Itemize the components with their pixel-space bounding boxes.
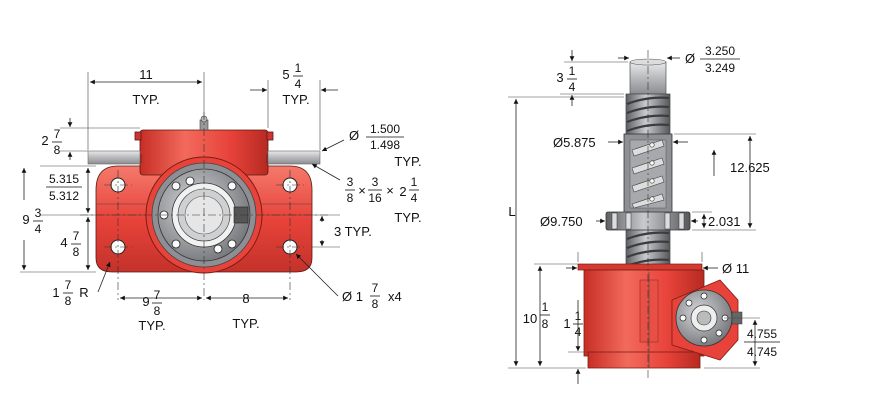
svg-text:1: 1	[575, 309, 582, 323]
svg-text:R: R	[79, 285, 88, 300]
svg-text:16: 16	[368, 191, 382, 205]
svg-text:10: 10	[523, 311, 537, 326]
front-dimension-lines	[20, 72, 345, 301]
screw-thread	[626, 249, 670, 259]
svg-text:4: 4	[575, 325, 582, 339]
svg-text:Ø9.750: Ø9.750	[540, 214, 583, 229]
svg-text:5.315: 5.315	[49, 172, 79, 186]
svg-text:1: 1	[569, 64, 576, 78]
svg-text:4: 4	[569, 80, 576, 94]
svg-text:TYP.: TYP.	[282, 92, 309, 107]
side-housing	[577, 263, 743, 369]
svg-text:1: 1	[411, 175, 418, 189]
svg-text:1: 1	[563, 316, 570, 331]
side-labels: Ø 3.250 3.249 3 1 4 L Ø5.875 12.625 Ø9.7…	[508, 44, 780, 359]
svg-text:TYP.: TYP.	[232, 316, 259, 331]
side-dimension-lines	[508, 50, 760, 384]
svg-text:Ø5.875: Ø5.875	[553, 135, 596, 150]
svg-text:8: 8	[242, 291, 249, 306]
svg-text:3: 3	[35, 206, 42, 220]
svg-text:4: 4	[411, 191, 418, 205]
svg-text:7: 7	[372, 281, 379, 295]
svg-text:Ø: Ø	[685, 51, 695, 66]
svg-text:8: 8	[154, 304, 161, 318]
screw-thread	[626, 105, 670, 115]
svg-text:4: 4	[295, 77, 302, 91]
svg-text:4.755: 4.755	[747, 327, 777, 341]
svg-text:8: 8	[347, 191, 354, 205]
svg-text:TYP.: TYP.	[138, 318, 165, 333]
svg-text:7: 7	[154, 288, 161, 302]
svg-text:8: 8	[65, 294, 72, 308]
svg-text:9: 9	[142, 294, 149, 309]
svg-text:L: L	[508, 204, 515, 219]
side-view	[577, 50, 743, 380]
label-11-typ: TYP.	[132, 92, 159, 107]
svg-text:2: 2	[399, 184, 406, 199]
svg-text:1: 1	[295, 61, 302, 75]
svg-text:8: 8	[542, 317, 549, 331]
svg-text:3.250: 3.250	[705, 44, 735, 58]
svg-text:1: 1	[52, 285, 59, 300]
svg-text:9: 9	[22, 212, 29, 227]
svg-text:3.249: 3.249	[705, 61, 735, 75]
svg-text:3: 3	[556, 70, 563, 85]
svg-text:2: 2	[41, 133, 48, 148]
front-shaft-left	[87, 150, 141, 165]
svg-text:8: 8	[54, 143, 61, 157]
svg-text:5: 5	[282, 67, 289, 82]
svg-text:5.312: 5.312	[49, 189, 79, 203]
svg-text:TYP.: TYP.	[394, 210, 421, 225]
svg-text:1.498: 1.498	[370, 138, 400, 152]
svg-text:x4: x4	[388, 289, 402, 304]
svg-text:2.031: 2.031	[708, 214, 741, 229]
svg-text:8: 8	[73, 245, 80, 259]
side-flange	[605, 211, 691, 231]
svg-text:12.625: 12.625	[730, 160, 770, 175]
svg-text:1: 1	[542, 300, 549, 314]
svg-text:×: ×	[358, 183, 366, 198]
svg-text:4: 4	[60, 235, 67, 250]
svg-text:4: 4	[35, 222, 42, 236]
svg-text:7: 7	[73, 229, 80, 243]
svg-text:3 TYP.: 3 TYP.	[334, 224, 372, 239]
svg-text:7: 7	[54, 127, 61, 141]
svg-text:×: ×	[386, 183, 394, 198]
svg-text:4.745: 4.745	[747, 345, 777, 359]
svg-text:8: 8	[372, 297, 379, 311]
svg-text:Ø 1: Ø 1	[342, 289, 363, 304]
svg-text:3: 3	[347, 175, 354, 189]
front-shaft-right	[267, 150, 321, 165]
svg-text:1.500: 1.500	[370, 122, 400, 136]
front-view	[80, 112, 330, 300]
svg-text:Ø: Ø	[349, 128, 359, 143]
svg-text:7: 7	[65, 278, 72, 292]
svg-text:Ø 11: Ø 11	[722, 261, 749, 276]
svg-text:TYP.: TYP.	[394, 154, 421, 169]
front-labels: 11 TYP. 5 1 4 TYP. 2 7 8 Ø 1.500 1.498 T…	[22, 61, 421, 333]
svg-text:3: 3	[372, 175, 379, 189]
label-11: 11	[139, 67, 153, 82]
